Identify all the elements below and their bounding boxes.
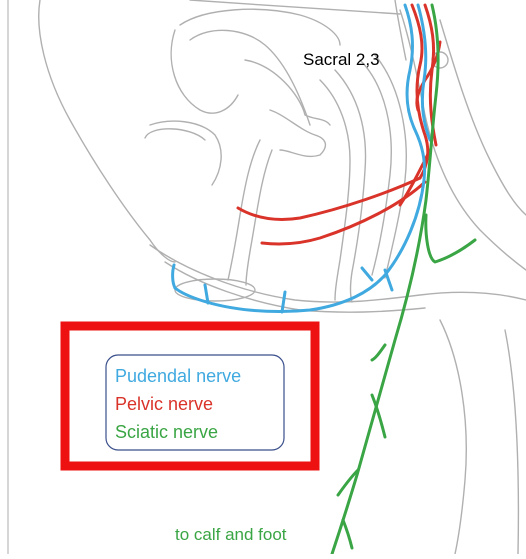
sciatic-nerve-branch-4 (343, 520, 352, 548)
pudendal-nerve-branch-3 (385, 270, 392, 290)
pudendal-nerve-branch-2 (282, 292, 285, 312)
sciatic-nerve-paths (332, 5, 475, 554)
pelvic-nerve-branch-1 (238, 178, 420, 220)
terminal-label: to calf and foot (175, 525, 287, 544)
pudendal-nerve-branch-4 (362, 268, 372, 280)
legend-highlight: Pudendal nerve Pelvic nerve Sciatic nerv… (65, 326, 315, 466)
legend-item-sciatic: Sciatic nerve (115, 422, 218, 442)
sacral-label: Sacral 2,3 (303, 50, 380, 69)
pudendal-nerve-trunk (175, 5, 425, 312)
anatomy-outline (8, 0, 526, 554)
pudendal-nerve-tip (173, 265, 175, 288)
sciatic-nerve-branch-upper (426, 215, 475, 262)
sciatic-nerve-branch-1 (372, 345, 385, 360)
legend-item-pudendal: Pudendal nerve (115, 366, 241, 386)
legend-item-pelvic: Pelvic nerve (115, 394, 213, 414)
